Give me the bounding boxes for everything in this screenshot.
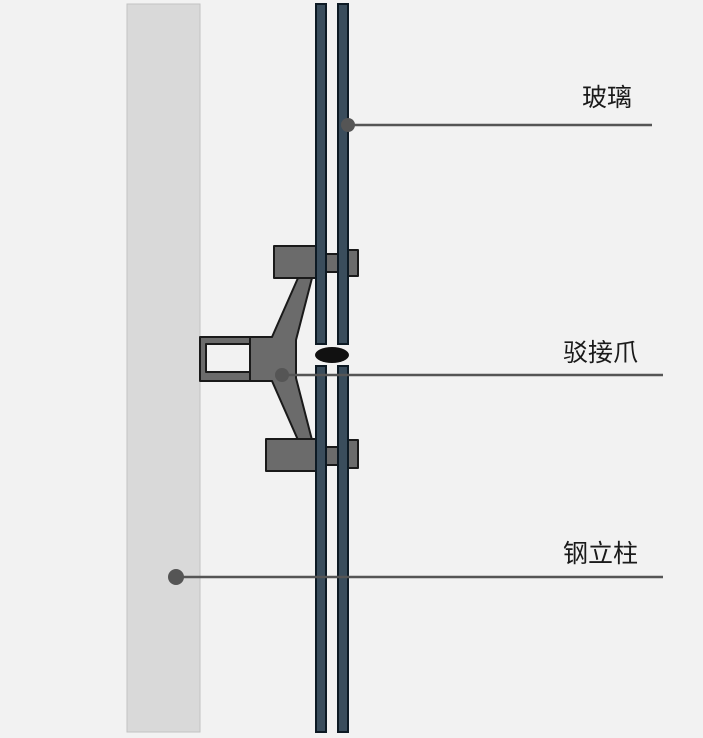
glass-inner-lower (315, 365, 327, 733)
label-steel-column: 钢立柱 (563, 539, 639, 568)
glass-outer-lower (337, 365, 349, 733)
fitting-body (249, 277, 313, 441)
glass-outer-upper (337, 3, 349, 345)
fitting-base-inner (205, 343, 251, 373)
glass-panes (315, 3, 349, 733)
label-spider-fitting: 驳接爪 (563, 338, 639, 367)
glass-inner-upper (315, 3, 327, 345)
fitting-lower-plate (265, 438, 317, 472)
label-glass: 玻璃 (582, 83, 633, 112)
joint-seal (315, 347, 349, 363)
leader-lines (168, 118, 663, 585)
fitting-upper-plate (273, 245, 317, 279)
leader-dot-glass (341, 118, 355, 132)
steel-column (126, 3, 201, 733)
leader-dot-steel-column (168, 569, 184, 585)
leader-dot-spider-fitting (275, 368, 289, 382)
